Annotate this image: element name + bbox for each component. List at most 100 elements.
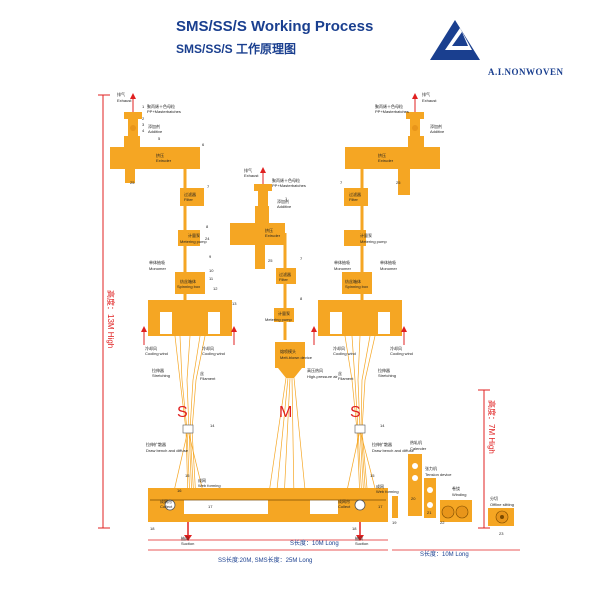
label-hp-cn: 高压热风 (307, 367, 323, 373)
num-3-l: 3 (142, 122, 145, 127)
label-additive-cn-r: 添加剂 (430, 123, 442, 129)
label-spin-cn-l: 纺丝箱体 (180, 278, 196, 284)
label-stretch-cn-l: 拉伸器 (152, 367, 164, 373)
collector-base (148, 488, 388, 541)
letter-s-right: S (350, 404, 361, 421)
label-pp-cn-m: 聚丙烯＋色母粒 (272, 177, 300, 183)
label-draw-cn-r: 拉伸扩散器 (372, 441, 392, 447)
num-22: 22 (440, 520, 445, 525)
label-cool-l1: Cooling wind (145, 351, 168, 356)
num-9-l: 9 (209, 254, 212, 259)
right-spunbond-unit (311, 93, 440, 501)
label-filter-cn-l: 过滤器 (184, 191, 196, 197)
height-marker-right: 高度：7M High (478, 389, 497, 529)
label-additive-l: Additive (148, 129, 163, 134)
label-spin-cn-r: 纺丝箱体 (345, 278, 361, 284)
letter-m: M (279, 404, 292, 421)
letter-s-left: S (177, 404, 188, 421)
length-ss-sms-label: SS长度:20M, SMS长度：25M Long (218, 556, 312, 564)
label-offline: Offline slitting (490, 502, 514, 507)
label-exhaust-cn-l: 排气 (117, 91, 125, 97)
label-filament-cn-l: 丝 (200, 370, 204, 376)
label-pump-cn-l: 计量泵 (188, 232, 200, 238)
label-filter-r: Filter (349, 197, 359, 202)
num-16-l: 16 (177, 488, 182, 493)
label-collect-cn-r: 成网帘 (338, 498, 350, 504)
label-cool-cn-l2: 冷却风 (202, 345, 214, 351)
height-label-left: 高度：13M High (106, 290, 116, 348)
label-exhaust-l: Exhaust (117, 98, 132, 103)
label-filter-cn-m: 过滤器 (279, 271, 291, 277)
title-english: SMS/SS/S Working Process (176, 18, 374, 35)
left-labels: 排气 Exhaust 聚丙烯＋色母粒 PP+Masterbatches 添加剂 … (117, 91, 225, 546)
label-collect-l: Collect (160, 504, 173, 509)
meltblown-unit (230, 167, 307, 501)
label-additive-r: Additive (430, 129, 445, 134)
middle-labels: 排气 Exhaust 聚丙烯＋色母粒 PP+Masterbatches 添加剂 … (244, 167, 338, 379)
label-pump-cn-m: 计量泵 (278, 310, 290, 316)
label-pump-l: Metering pump (180, 239, 207, 244)
label-web-cn-r: 成网 (376, 483, 384, 489)
label-extruder-cn-m: 挤压 (265, 227, 273, 233)
left-spunbond-unit (110, 93, 237, 501)
num-15-r: 15 (370, 473, 375, 478)
label-pump-cn-r: 计量泵 (360, 232, 372, 238)
label-monomer-r2: Monomer (334, 266, 352, 271)
num-12-l: 12 (213, 286, 218, 291)
brand-logo-icon (430, 20, 480, 60)
label-stretch-r: Stretching (378, 373, 396, 378)
label-filter-m: Filter (279, 277, 289, 282)
label-stretch-l: Stretching (152, 373, 170, 378)
label-monomer-r: Monomer (380, 266, 398, 271)
label-exhaust-r: Exhaust (422, 98, 437, 103)
label-web-r: Web forming (376, 489, 399, 494)
label-cool-cn-l1: 冷却风 (145, 345, 157, 351)
num-8-m: 8 (300, 296, 303, 301)
label-pp-cn-r: 聚丙烯＋色母粒 (375, 103, 403, 109)
num-7-r: 7 (340, 180, 343, 185)
num-1-m: 1 (285, 196, 288, 201)
label-pp-l: PP+Masterbatches (147, 109, 181, 114)
label-web-l: Web forming (198, 483, 221, 488)
label-filament-r: Filament (338, 376, 354, 381)
label-extruder-cn-r: 挤压 (378, 152, 386, 158)
num-20: 20 (411, 496, 416, 501)
label-suction-cn-r: 抽风 (355, 535, 363, 541)
height-marker-left: 高度：13M High (98, 94, 116, 529)
number-callouts: 1 2 3 4 5 6 7 8 9 10 11 12 13 14 15 16 1… (130, 104, 504, 536)
label-filter-cn-r: 过滤器 (349, 191, 361, 197)
length-s2-label: S长度：10M Long (420, 550, 469, 558)
label-pump-m: Metering pump (265, 317, 292, 322)
num-25-m: 25 (268, 258, 273, 263)
label-monomer-cn-l: 单体抽吸 (149, 259, 165, 265)
label-web-cn-l: 成网 (198, 477, 206, 483)
num-10-l: 10 (209, 268, 214, 273)
label-pp-cn-l: 聚丙烯＋色母粒 (147, 103, 175, 109)
length-markers: S长度：10M Long S长度：10M Long SS长度:20M, SMS长… (148, 539, 520, 564)
label-tension: Tension device (425, 472, 452, 477)
label-draw-r: Draw bench and diffuse (372, 448, 415, 453)
num-19: 19 (392, 520, 397, 525)
num-1-l: 1 (142, 104, 145, 109)
label-exhaust-cn-r: 排气 (422, 91, 430, 97)
num-13-l: 13 (232, 301, 237, 306)
label-filter-l: Filter (184, 197, 194, 202)
label-calender: Calender (410, 446, 427, 451)
num-4-l: 4 (142, 128, 145, 133)
label-stretch-cn-r: 拉伸器 (378, 367, 390, 373)
label-cool-r1: Cooling wind (333, 351, 356, 356)
label-filament-cn-r: 丝 (338, 370, 342, 376)
label-pp-m: PP+Masterbatches (272, 183, 306, 188)
num-11-l: 11 (209, 276, 214, 281)
label-collect-r: Collect (338, 504, 351, 509)
label-draw-l: Draw bench and diffuse (146, 448, 189, 453)
label-exhaust-m: Exhaust (244, 173, 259, 178)
label-suction-r: Suction (355, 541, 368, 546)
label-collect-cn-l: 成网帘 (160, 498, 172, 504)
height-label-right: 高度：7M High (487, 400, 497, 454)
num-14-l: 14 (210, 423, 215, 428)
label-offline-cn: 分切 (490, 495, 498, 501)
label-additive-m: Additive (277, 204, 292, 209)
label-winding-cn: 卷绕 (452, 485, 460, 491)
label-pp-r: PP+Masterbatches (375, 109, 409, 114)
